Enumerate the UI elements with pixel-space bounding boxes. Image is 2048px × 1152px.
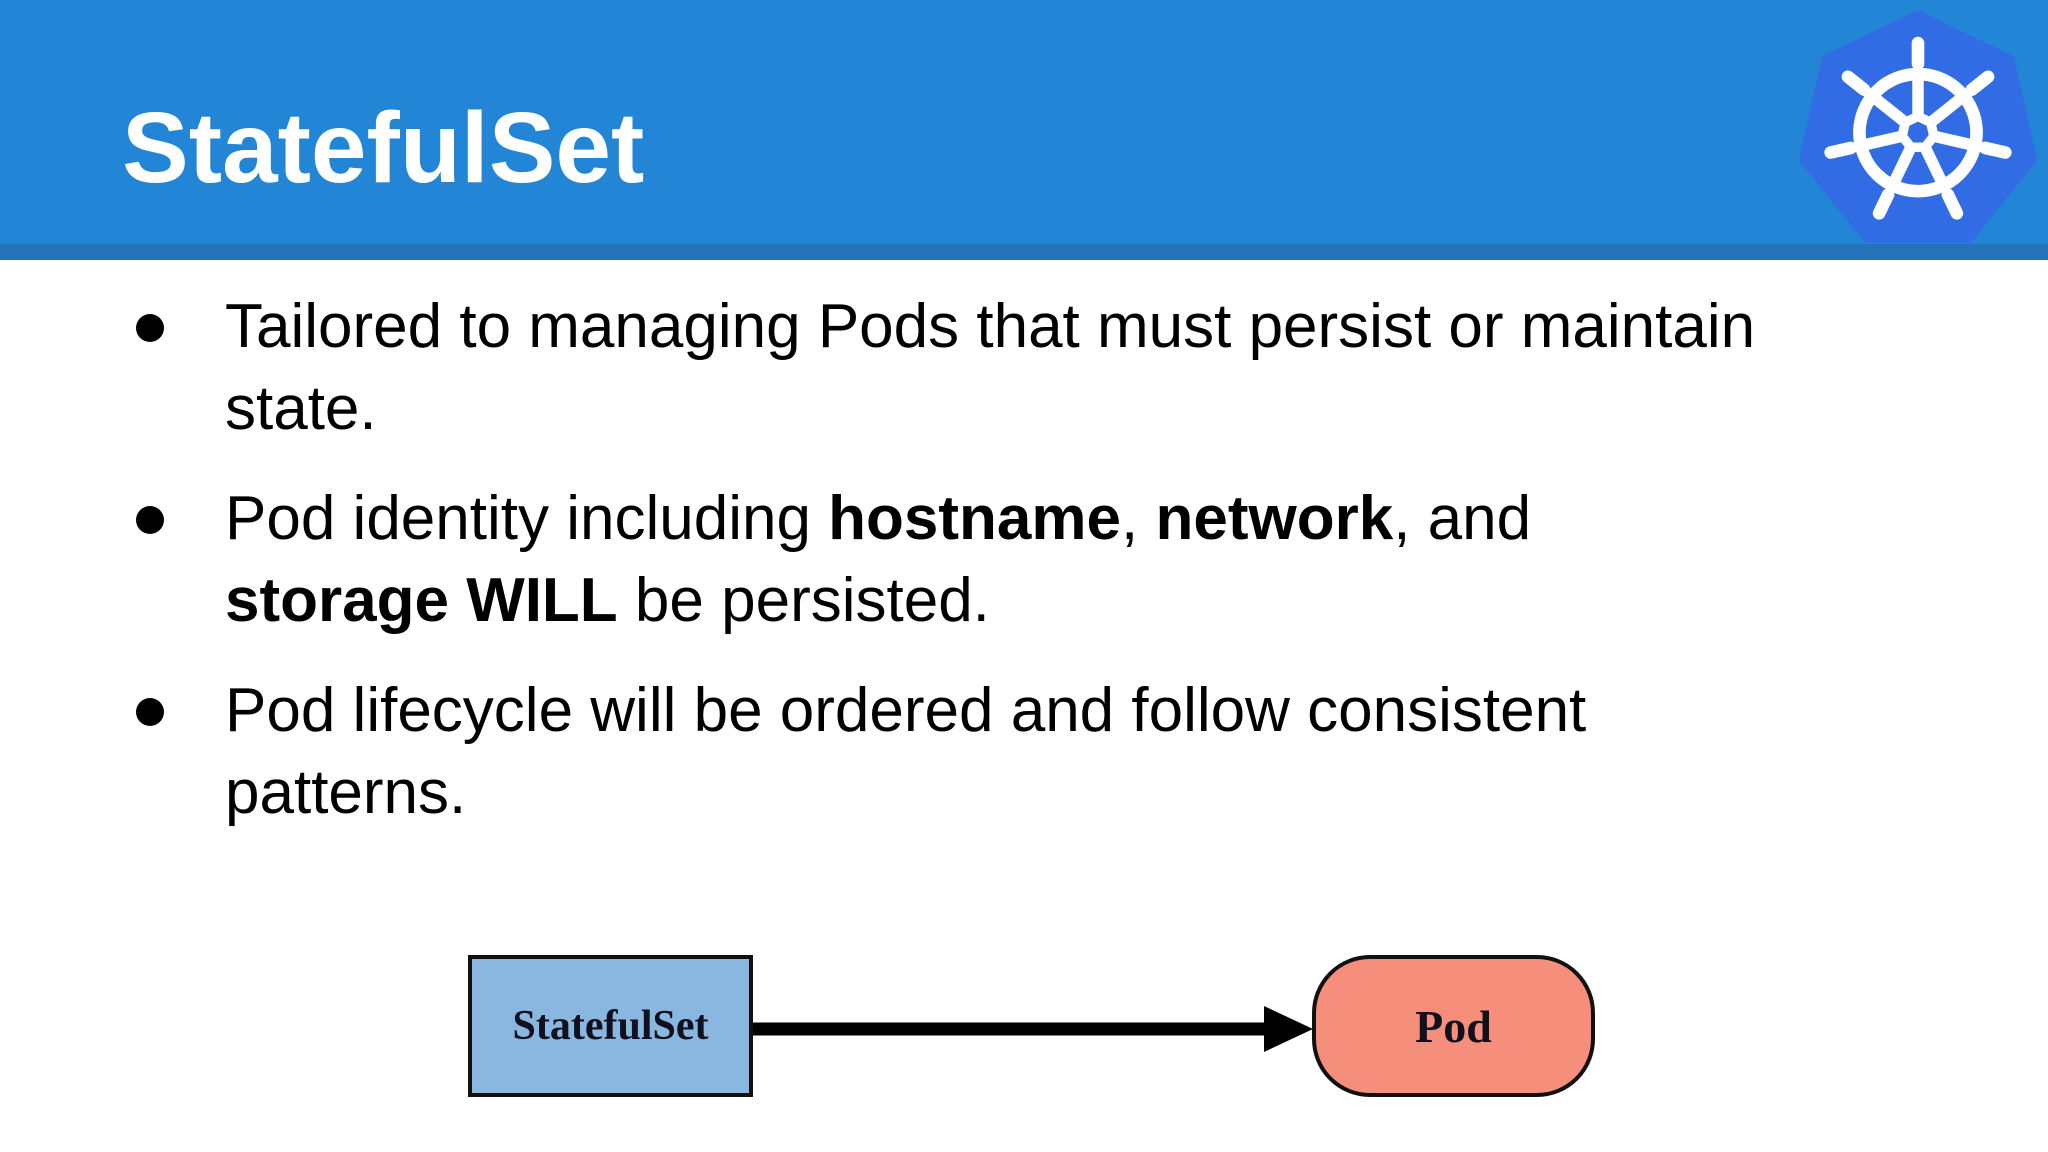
arrow-right-icon <box>753 1006 1313 1052</box>
statefulset-node-label: StatefulSet <box>512 1003 709 1049</box>
pod-node: Pod <box>1312 955 1595 1097</box>
bullet-dot-icon <box>136 506 164 534</box>
statefulset-node: StatefulSet <box>468 955 753 1097</box>
kubernetes-logo-icon <box>1799 10 2037 243</box>
bullet-text: state. <box>225 374 377 443</box>
bullet-text-bold: network <box>1155 484 1394 553</box>
bullet-list: Tailored to managing Pods that must pers… <box>120 286 2020 862</box>
header-banner-strip <box>0 244 2048 260</box>
list-item: Tailored to managing Pods that must pers… <box>120 286 2020 450</box>
bullet-text: , <box>1121 484 1156 553</box>
bullet-text: Pod lifecycle will be ordered and follow… <box>225 676 1587 745</box>
bullet-dot-icon <box>136 698 164 726</box>
header-banner <box>0 0 2048 244</box>
bullet-text: be persisted. <box>617 566 990 635</box>
list-item: Pod identity including hostname, network… <box>120 478 2020 642</box>
pod-node-label: Pod <box>1415 1000 1492 1052</box>
bullet-text-bold: hostname <box>828 484 1122 553</box>
bullet-text-bold: storage WILL <box>225 566 618 635</box>
page-title: StatefulSet <box>122 92 645 204</box>
bullet-text: Pod identity including <box>225 484 829 553</box>
bullet-text: patterns. <box>225 758 467 827</box>
bullet-text: , and <box>1393 484 1532 553</box>
list-item: Pod lifecycle will be ordered and follow… <box>120 670 2020 834</box>
bullet-text: Tailored to managing Pods that must pers… <box>225 292 1756 361</box>
helm-wheel-icon <box>1824 36 2012 220</box>
bullet-dot-icon <box>136 314 164 342</box>
